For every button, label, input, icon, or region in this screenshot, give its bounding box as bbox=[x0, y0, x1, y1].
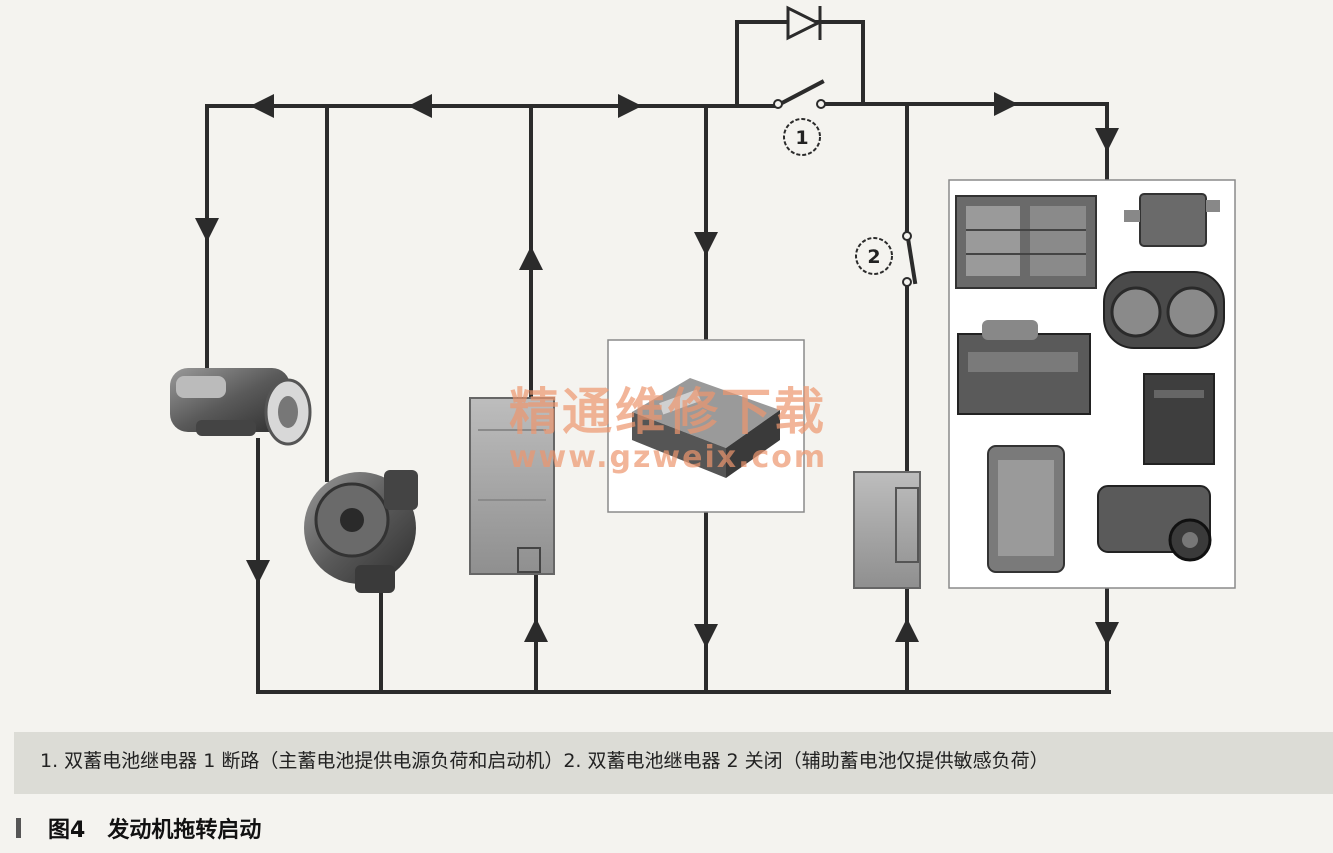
arrow-left bbox=[408, 94, 432, 118]
auxiliary-battery-icon bbox=[853, 471, 921, 589]
figure-number: 图4 bbox=[48, 818, 86, 843]
caption-background bbox=[14, 732, 1333, 794]
marker-1-label: 1 bbox=[795, 127, 808, 149]
arrow-up bbox=[519, 246, 543, 270]
marker-1: 1 bbox=[783, 118, 821, 156]
fuse-box-icon bbox=[955, 195, 1097, 289]
arrow-down bbox=[1095, 622, 1119, 646]
arrow-down bbox=[694, 624, 718, 648]
relay-2-switch bbox=[902, 231, 912, 287]
arrow-up bbox=[895, 618, 919, 642]
arrow-right bbox=[618, 94, 642, 118]
main-battery-icon bbox=[469, 397, 555, 575]
instrument-cluster-icon bbox=[1103, 271, 1225, 349]
figure-name: 发动机拖转启动 bbox=[107, 818, 262, 843]
relay-1-switch bbox=[773, 99, 826, 109]
arrow-up bbox=[524, 618, 548, 642]
arrow-down bbox=[195, 218, 219, 242]
dual-battery-relay-module bbox=[607, 339, 805, 513]
arrow-down bbox=[1095, 128, 1119, 152]
marker-2: 2 bbox=[855, 237, 893, 275]
arrow-down bbox=[694, 232, 718, 256]
current-arrows bbox=[195, 92, 1119, 648]
marker-2-label: 2 bbox=[867, 246, 880, 268]
sensitive-loads-group bbox=[948, 179, 1236, 589]
arrow-right bbox=[994, 92, 1018, 116]
watermark-url: www.gzweix.com bbox=[508, 440, 828, 475]
figure-caption: 1. 双蓄电池继电器 1 断路（主蓄电池提供电源负荷和启动机）2. 双蓄电池继电… bbox=[40, 750, 1049, 772]
circuit-diagram: 1 2 bbox=[170, 5, 1236, 694]
ecu-icon bbox=[957, 320, 1091, 415]
camera-icon bbox=[1097, 485, 1212, 562]
figure-title: 图4 发动机拖转启动 bbox=[48, 812, 261, 844]
figure-marker bbox=[16, 818, 21, 838]
watermark-text: 精通维修下载 bbox=[509, 383, 827, 441]
arrow-left bbox=[250, 94, 274, 118]
diode-icon bbox=[786, 5, 822, 41]
starter-motor-icon bbox=[170, 368, 312, 446]
module-icon bbox=[1143, 373, 1215, 465]
control-module-icon bbox=[1124, 193, 1220, 247]
arrow-down bbox=[246, 560, 270, 584]
telematics-unit-icon bbox=[987, 445, 1065, 573]
alternator-icon bbox=[304, 470, 418, 593]
